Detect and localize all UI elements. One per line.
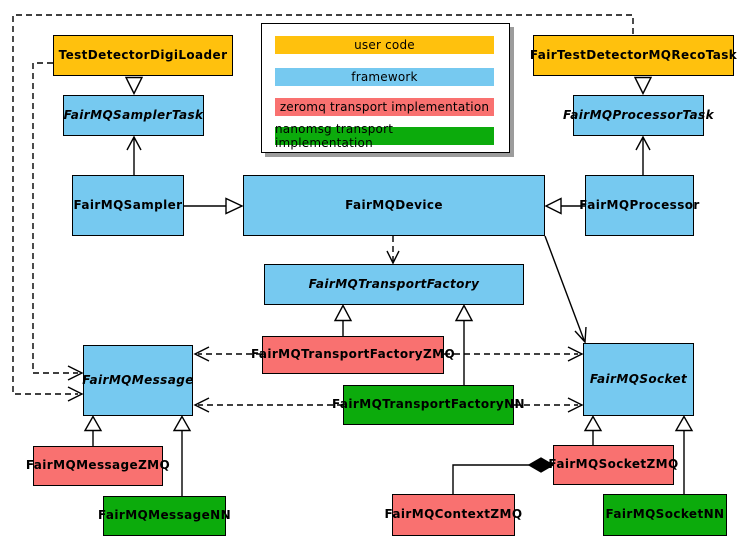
- node-fair-test-detector-mq-reco-task: FairTestDetectorMQRecoTask: [530, 35, 737, 76]
- edge-device-transportfactory: [386, 236, 400, 265]
- edge-tfzmq-socket: [444, 346, 584, 362]
- edge-processor-processortask: [635, 135, 651, 175]
- edge-msgzmq-message: [83, 415, 103, 446]
- edge-sampler-device: [184, 197, 244, 215]
- node-fairmq-message-zmq: FairMQMessageZMQ: [26, 446, 170, 486]
- edge-recotask-message: [12, 14, 634, 402]
- node-fairmq-socket-zmq: FairMQSocketZMQ: [548, 445, 678, 485]
- edge-tfnn-transportfactory: [454, 304, 474, 385]
- node-fairmq-transport-factory-zmq: FairMQTransportFactoryZMQ: [251, 336, 455, 374]
- legend-item-framework: framework: [275, 68, 494, 86]
- legend-item-nanomsg: nanomsg transport implementation: [275, 122, 494, 150]
- node-fairmq-socket: FairMQSocket: [583, 343, 694, 416]
- node-fairmq-processor-task: FairMQProcessorTask: [563, 95, 714, 136]
- legend: user code framework zeromq transport imp…: [261, 23, 510, 153]
- legend-item-user-code: user code: [275, 36, 494, 54]
- node-test-detector-digi-loader: TestDetectorDigiLoader: [53, 35, 233, 76]
- edge-digiloader-message: [32, 62, 84, 381]
- edge-sampler-samplertask: [126, 135, 142, 175]
- node-fairmq-context-zmq: FairMQContextZMQ: [385, 494, 522, 536]
- edge-tfzmq-transportfactory: [333, 304, 353, 336]
- node-fairmq-processor: FairMQProcessor: [579, 175, 699, 236]
- edge-contextzmq-sockzmq: [452, 457, 555, 494]
- node-fairmq-transport-factory: FairMQTransportFactory: [264, 264, 524, 305]
- legend-item-zeromq: zeromq transport implementation: [275, 98, 494, 116]
- edge-tfnn-message: [193, 397, 343, 413]
- edge-tfzmq-message: [193, 346, 262, 362]
- edge-device-socket: [544, 235, 587, 344]
- edge-socknn-socket: [674, 415, 694, 494]
- edge-recotask-processortask: [633, 76, 653, 96]
- edge-tfnn-socket: [514, 397, 584, 413]
- node-fairmq-sampler-task: FairMQSamplerTask: [63, 95, 204, 136]
- node-fairmq-socket-nn: FairMQSocketNN: [603, 494, 727, 536]
- node-fairmq-device: FairMQDevice: [243, 175, 545, 236]
- node-fairmq-sampler: FairMQSampler: [72, 175, 184, 236]
- node-fairmq-message-nn: FairMQMessageNN: [98, 496, 231, 536]
- node-fairmq-transport-factory-nn: FairMQTransportFactoryNN: [332, 385, 525, 425]
- edge-processor-device: [544, 197, 585, 215]
- edge-msgnn-message: [172, 415, 192, 496]
- node-fairmq-message: FairMQMessage: [82, 345, 193, 416]
- edge-digiloader-samplertask: [124, 76, 144, 96]
- edge-sockzmq-socket: [583, 415, 603, 445]
